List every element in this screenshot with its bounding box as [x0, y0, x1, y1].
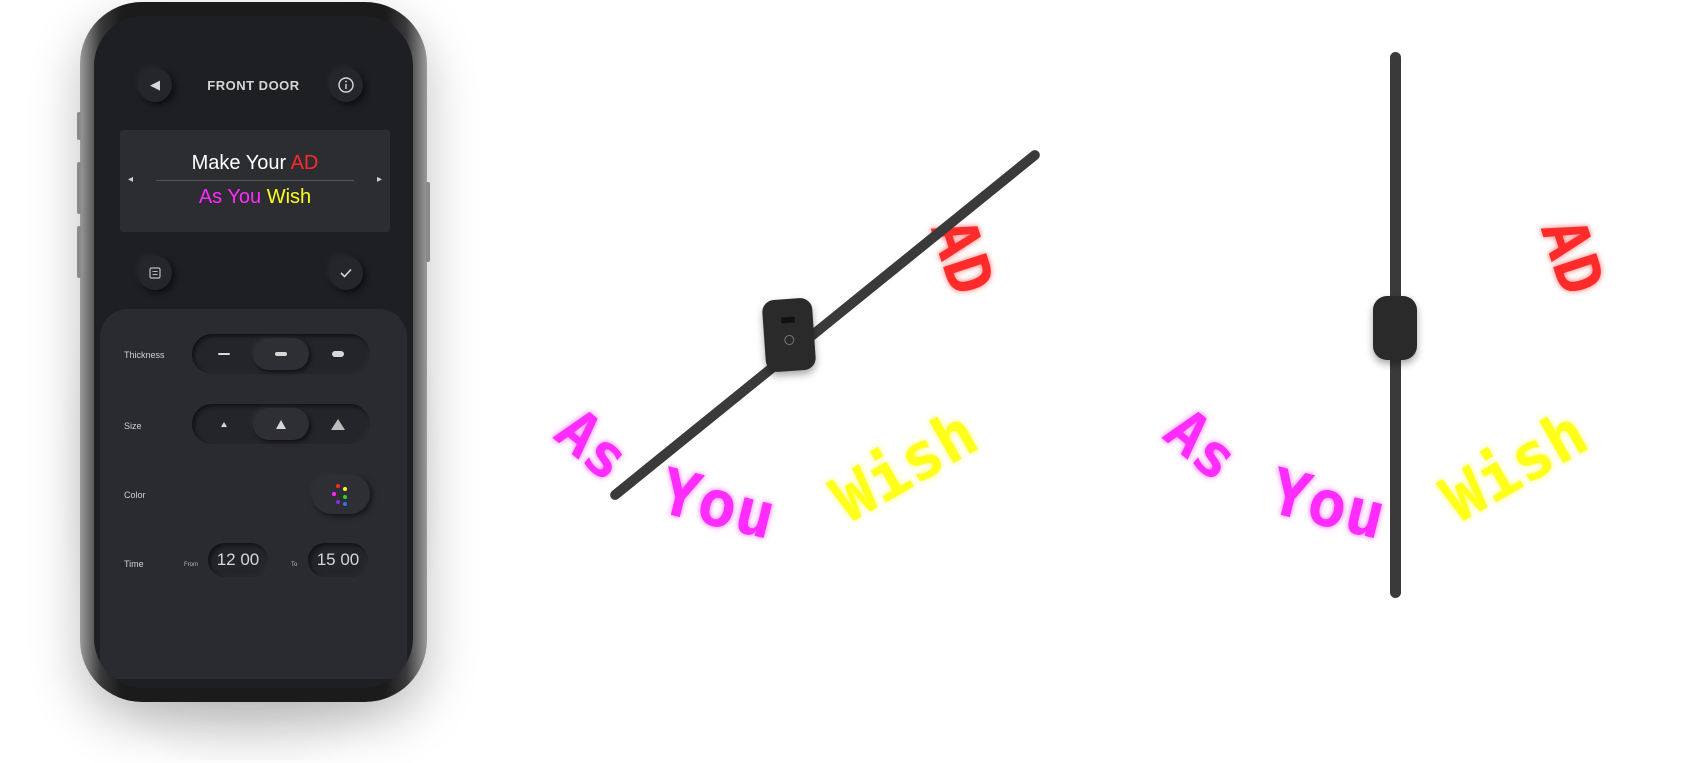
- hologram-text-ad-1: AD: [916, 209, 1009, 304]
- purple-dot: [336, 500, 340, 504]
- preview-line-1: Make Your AD: [120, 152, 390, 175]
- preview-text-magenta: As You: [198, 186, 262, 208]
- color-label: Color: [124, 490, 146, 500]
- page-title: FRONT DOOR: [207, 78, 300, 93]
- to-time-input[interactable]: 15 00: [308, 543, 368, 577]
- hologram-text-as-2: As: [1150, 394, 1252, 496]
- thickness-thick-option[interactable]: [310, 338, 366, 370]
- hub-button-icon: [784, 334, 795, 346]
- red-dot: [336, 484, 340, 488]
- large-triangle-icon: [331, 418, 345, 430]
- confirm-button[interactable]: [329, 256, 363, 290]
- preview-text-white: Make Your: [191, 152, 287, 174]
- fan-hub-2: [1373, 296, 1417, 360]
- thickness-medium-option[interactable]: [253, 338, 309, 370]
- menu-button[interactable]: [138, 256, 172, 290]
- thin-line-icon: [218, 353, 230, 355]
- time-label: Time: [124, 559, 144, 569]
- message-preview[interactable]: ◂ Make Your AD As You Wish ▸: [120, 130, 390, 232]
- green-dot: [343, 495, 347, 499]
- from-time-input[interactable]: 12 00: [208, 543, 268, 577]
- size-small-option[interactable]: [196, 408, 252, 440]
- medium-triangle-icon: [276, 419, 286, 429]
- preview-line-2: As You Wish: [120, 186, 390, 209]
- info-icon: [338, 77, 354, 93]
- thick-line-icon: [332, 351, 344, 357]
- preview-text-red: AD: [290, 152, 319, 174]
- previous-message-arrow[interactable]: ◂: [128, 174, 134, 185]
- size-medium-option[interactable]: [253, 408, 309, 440]
- preview-divider: [156, 180, 354, 181]
- blue-dot: [343, 502, 347, 506]
- volume-up-button: [77, 162, 81, 214]
- fan-hub-1: [761, 297, 817, 373]
- medium-line-icon: [275, 352, 287, 356]
- color-picker-button[interactable]: [312, 474, 370, 514]
- hologram-text-wish-2: Wish: [1429, 396, 1601, 538]
- top-bar: ◀ FRONT DOOR: [94, 68, 413, 108]
- volume-down-button: [77, 226, 81, 278]
- small-triangle-icon: [221, 421, 227, 427]
- phone-frame: ◀ FRONT DOOR ◂ Make Your AD As You Wish: [77, 2, 430, 702]
- power-button: [426, 182, 430, 262]
- thickness-label: Thickness: [124, 350, 165, 360]
- size-label: Size: [124, 421, 142, 431]
- magenta-dot: [332, 492, 336, 496]
- from-label: From: [184, 562, 198, 568]
- back-icon: ◀: [150, 77, 160, 92]
- size-large-option[interactable]: [310, 408, 366, 440]
- menu-icon: [149, 267, 161, 279]
- hologram-text-you-1: You: [652, 455, 783, 555]
- check-icon: [340, 268, 352, 278]
- app-screen: ◀ FRONT DOOR ◂ Make Your AD As You Wish: [94, 16, 413, 688]
- next-message-arrow[interactable]: ▸: [376, 174, 382, 185]
- hologram-text-ad-2: AD: [1526, 209, 1619, 304]
- thickness-selector[interactable]: [192, 334, 370, 374]
- hub-slot-icon: [780, 316, 796, 324]
- mute-switch: [77, 112, 81, 140]
- preview-text-yellow: Wish: [266, 186, 312, 208]
- thickness-thin-option[interactable]: [196, 338, 252, 370]
- yellow-dot: [343, 487, 347, 491]
- hologram-text-you-2: You: [1262, 455, 1393, 555]
- back-button[interactable]: ◀: [138, 68, 172, 102]
- to-label: To: [291, 562, 298, 568]
- size-selector[interactable]: [192, 404, 370, 444]
- hologram-text-wish-1: Wish: [819, 396, 991, 538]
- info-button[interactable]: [329, 68, 363, 102]
- action-row: [94, 256, 413, 296]
